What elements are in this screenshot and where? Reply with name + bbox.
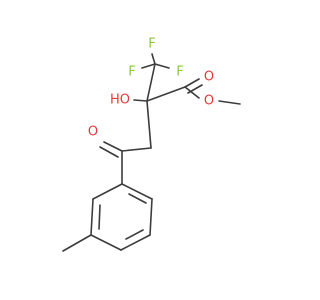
structure-diagram: F F F HO O O O — [62, 37, 241, 252]
bond-ch2-to-ketone-carbon — [121, 147, 152, 152]
bond-cf3-to-f-left — [141, 63, 156, 69]
bond-quaternary-to-ch2 — [146, 100, 152, 149]
ring-bond-3 — [120, 234, 151, 251]
ring-bond-2 — [149, 198, 153, 236]
bond-cf3-to-f-right — [154, 63, 170, 69]
bond-ester-carbonyl-1 — [184, 78, 200, 88]
ring-inner-bond-c — [98, 204, 101, 230]
ketone-oxygen-label: O — [88, 125, 98, 140]
ring-bond-1 — [121, 183, 153, 200]
bond-ester-oxygen-to-methyl — [218, 100, 241, 105]
ring-bond-6 — [92, 183, 123, 200]
bond-ester-single-o — [184, 86, 200, 99]
bond-hydroxyl — [133, 99, 148, 102]
ring-bond-5 — [90, 198, 94, 236]
bond-ring-to-methyl — [62, 234, 92, 252]
hydroxyl-label: HO — [110, 93, 130, 108]
fluorine-right-label: F — [176, 65, 183, 80]
ring-bond-4 — [90, 234, 122, 251]
fluorine-top-label: F — [148, 37, 155, 52]
bond-ketone-carbonyl-2 — [99, 146, 119, 158]
bond-quaternary-to-ester-carbon — [146, 86, 186, 102]
molecule-canvas: F F F HO O O O — [62, 36, 241, 252]
fluorine-left-label: F — [128, 65, 135, 80]
ester-carbonyl-oxygen-label: O — [204, 70, 214, 85]
bond-cf3-to-f-top — [151, 53, 156, 65]
ring-inner-bond-a — [128, 193, 147, 204]
ester-ether-oxygen-label: O — [204, 94, 214, 109]
bond-cf3-to-quaternary-carbon — [146, 63, 156, 102]
ring-inner-bond-b — [125, 229, 144, 240]
bond-ketone-carbonyl-1 — [103, 141, 123, 152]
